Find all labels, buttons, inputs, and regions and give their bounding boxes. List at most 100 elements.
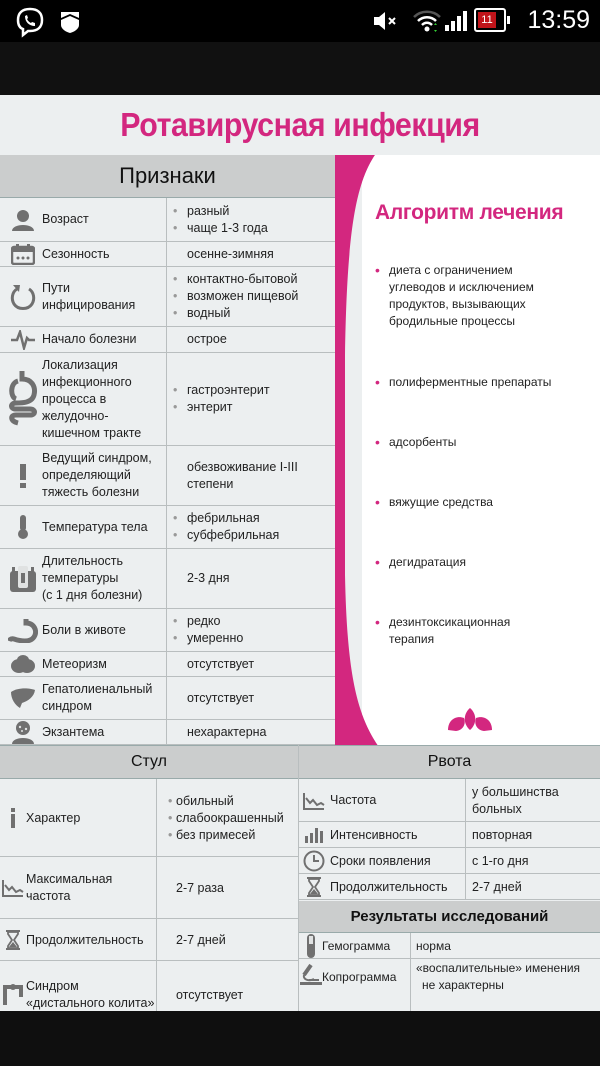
- results-value-line: «воспалительные» именения: [416, 961, 581, 975]
- clock: 13:59: [527, 6, 590, 34]
- lotus-logo-icon: [448, 708, 492, 731]
- row-label: Температура тела: [42, 506, 164, 548]
- results-value-line: не характерны: [422, 978, 504, 992]
- treatment-item-line: диета с ограничением: [389, 263, 513, 277]
- exclamation-icon: [18, 463, 28, 489]
- battery-icon: 11: [474, 8, 510, 32]
- vomit-value-line: с 1-го дня: [472, 853, 529, 868]
- row-value: острое: [187, 332, 227, 346]
- stool-label: Синдром«дистального колита»: [26, 961, 156, 1011]
- row-value: 2-3 дня: [187, 571, 230, 585]
- infographic: Ротавирусная инфекция Признаки Возрастра…: [0, 95, 600, 1011]
- vomit-value: повторная: [472, 822, 600, 848]
- row-value: осенне-зимняя: [187, 246, 274, 261]
- row-value: умеренно: [173, 630, 335, 647]
- row-label-line: Метеоризм: [42, 656, 107, 671]
- row-value: отсутствует: [187, 690, 255, 705]
- line-chart-icon: [303, 792, 325, 810]
- battery-level: 11: [478, 12, 496, 28]
- row-values: осенне-зимняя: [166, 242, 335, 266]
- row-label-line: Возраст: [42, 212, 89, 226]
- microscope-icon: [299, 963, 323, 985]
- treatment-item-line: вяжущие средства: [389, 495, 493, 509]
- vomit-label-line: Частота: [330, 793, 377, 807]
- rash-icon: [11, 720, 35, 744]
- calendar-icon: [11, 243, 35, 265]
- vomit-value: у большинства больных: [472, 779, 600, 822]
- row-label: Метеоризм: [42, 652, 164, 676]
- row-value: гастроэнтерит: [173, 382, 335, 399]
- row-label-line: инфицирования: [42, 297, 136, 312]
- hourglass-icon: [306, 876, 322, 898]
- liver-icon: [10, 687, 36, 709]
- colon-icon: [2, 983, 24, 1007]
- row-label: Сезонность: [42, 242, 164, 266]
- person-icon: [11, 208, 35, 232]
- vomit-label-line: Интенсивность: [330, 827, 418, 842]
- row-values: отсутствует: [166, 652, 335, 676]
- results-label-line: Гемограмма: [322, 938, 391, 953]
- treatment-item-line: адсорбенты: [389, 435, 457, 449]
- row-label-line: температуры: [42, 571, 119, 585]
- vomit-label-line: Продолжительность: [330, 879, 448, 894]
- app-bar: [0, 42, 600, 95]
- stool-label-line: Характер: [26, 810, 81, 825]
- treatment-title: Алгоритм лечения: [375, 201, 564, 224]
- viber-icon: [16, 7, 44, 38]
- row-label-line: Ведущий синдром,: [42, 451, 152, 465]
- row-label: Боли в животе: [42, 609, 164, 651]
- stool-label-line: Максимальная: [26, 872, 113, 886]
- signs-row: Боли в животе редкоумеренно: [0, 609, 335, 652]
- digestive-tract-icon: [8, 369, 38, 429]
- row-value: обезвоживание I-III: [187, 459, 298, 474]
- vomit-value-line: больных: [472, 801, 522, 816]
- stool-label-line: Продолжительность: [26, 932, 144, 947]
- stool-label-line: «дистального колита»: [26, 996, 155, 1010]
- row-label: Возраст: [42, 198, 164, 241]
- results-header: Результаты исследований: [299, 901, 600, 933]
- results-label: Гемограмма: [322, 933, 410, 959]
- signs-header: Признаки: [0, 155, 335, 198]
- results-value: «воспалительные» именения не характерны: [416, 959, 600, 995]
- vomit-value-line: у большинства: [472, 784, 559, 799]
- vomit-value: 2-7 дней: [472, 874, 600, 900]
- treatment-item-line: углеводов и исключением: [389, 280, 534, 294]
- row-label-line: Начало болезни: [42, 332, 137, 346]
- row-label-line: Боли в животе: [42, 622, 126, 637]
- vomit-label: Частота: [330, 779, 465, 822]
- stool-value: 2-7 раза: [176, 857, 306, 919]
- row-value: отсутствует: [187, 656, 255, 671]
- clock-icon: [303, 850, 325, 872]
- treatment-item-line: дезинтоксикационная: [389, 615, 511, 629]
- pulse-icon: [10, 329, 36, 350]
- results-label-line: Копрограмма: [322, 969, 397, 984]
- stool-label: Характер: [26, 779, 156, 857]
- row-label-line: процесса в: [42, 391, 107, 406]
- row-label-line: кишечном тракте: [42, 425, 142, 440]
- row-value: контактно-бытовой: [173, 271, 335, 288]
- row-label: Экзантема: [42, 720, 164, 744]
- row-values: редкоумеренно: [166, 609, 335, 651]
- row-values: нехарактерна: [166, 720, 335, 744]
- row-label-line: определяющий: [42, 468, 131, 482]
- hourglass-icon: [5, 929, 21, 951]
- test-tube-icon: [306, 933, 316, 959]
- stool-value-line: 2-7 дней: [176, 932, 226, 947]
- signs-row: Сезонность осенне-зимняя: [0, 242, 335, 267]
- signs-row: Метеоризм отсутствует: [0, 652, 335, 677]
- treatment-item-line: продуктов, вызывающих: [389, 297, 526, 311]
- stool-value-line: слабоокрашенный: [168, 810, 298, 827]
- treatment-panel: [362, 155, 600, 747]
- row-label-line: Локализация: [42, 357, 118, 372]
- row-label-line: синдром: [42, 699, 92, 713]
- vomit-label: Сроки появления: [330, 848, 465, 874]
- treatment-item: адсорбенты: [375, 434, 589, 451]
- row-values: фебрильнаясубфебрильная: [166, 506, 335, 548]
- row-label-line: Температура тела: [42, 519, 148, 534]
- stool-value-line: 2-7 раза: [176, 880, 224, 895]
